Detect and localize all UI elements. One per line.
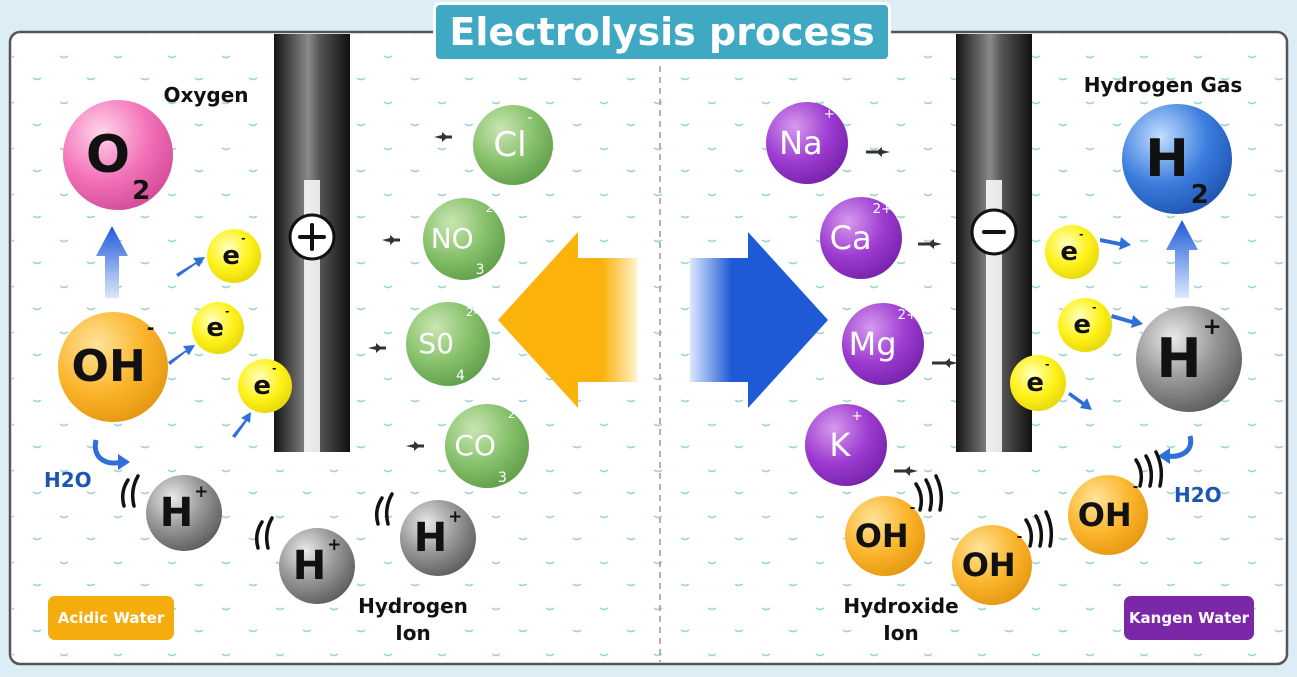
right-electron-3: e- <box>1010 355 1066 411</box>
oxygen-label: Oxygen <box>163 83 249 107</box>
small-blue-arrows <box>168 237 1143 438</box>
left-hydrogen-ion-3: H+ <box>400 500 476 576</box>
h-to-h2-arrow <box>1166 220 1198 298</box>
left-hydrogen-ion-2: H+ <box>279 528 355 604</box>
right-hydrogen-ion: H+ <box>1136 306 1242 412</box>
right-hydroxide-ion-1: OH- <box>845 496 925 576</box>
electrode-sign-glyphs <box>298 223 1006 251</box>
left-electron-2: e- <box>192 302 244 354</box>
left-hydroxide-ion: OH- <box>58 312 168 422</box>
left-electron-3: e- <box>238 359 292 413</box>
cathode-flow-arrow <box>690 232 828 408</box>
left-h2o-label: H2O <box>44 468 92 492</box>
vibration-marks <box>120 450 1164 550</box>
oh-to-o2-arrow <box>96 226 128 298</box>
right-hydroxide-ion-2: OH- <box>952 525 1032 605</box>
acidic-water-badge: Acidic Water <box>48 596 174 640</box>
right-electron-2: e- <box>1058 298 1112 352</box>
chloride-ion: Cl- <box>473 105 553 185</box>
left-hydrogen-ion-1: H+ <box>146 475 222 551</box>
hydrogen-gas-label: Hydrogen Gas <box>1083 73 1243 97</box>
anode-flow-arrow <box>498 232 637 408</box>
right-h2o-label: H2O <box>1174 483 1222 507</box>
small-black-arrows <box>368 132 958 476</box>
page-title: Electrolysis process <box>433 2 891 62</box>
right-electron-1: e- <box>1045 225 1099 279</box>
sodium-ion: Na+ <box>766 102 848 184</box>
kangen-water-badge: Kangen Water <box>1124 596 1254 640</box>
right-hydroxide-ion-3: OH- <box>1068 475 1148 555</box>
left-electron-1: e- <box>207 229 261 283</box>
potassium-ion: K+ <box>805 404 887 486</box>
